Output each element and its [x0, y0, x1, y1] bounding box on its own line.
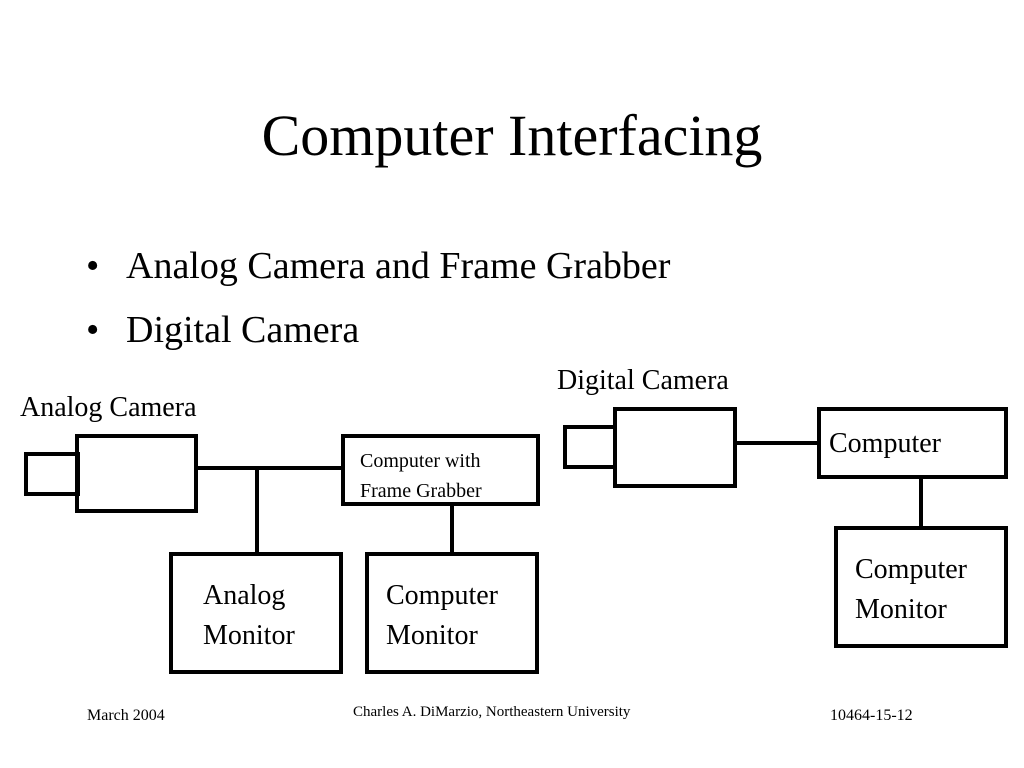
left-computer-monitor-label: Computer Monitor: [386, 576, 498, 656]
digital-camera-label: Digital Camera: [557, 365, 729, 396]
computer-box: [817, 407, 1008, 479]
right-computer-monitor-box: [834, 526, 1008, 648]
footer-date: March 2004: [87, 707, 165, 724]
bullet-text: Digital Camera: [126, 309, 360, 351]
frame-grabber-label-line: Computer with: [360, 450, 481, 472]
left-computer-monitor-label-line: Monitor: [386, 620, 478, 651]
analog-monitor-label-line: Analog: [203, 580, 286, 611]
left-computer-monitor-box: [365, 552, 539, 674]
analog-camera-lens: [24, 452, 80, 496]
frame-grabber-label: Computer with Frame Grabber: [360, 446, 482, 506]
bullet-item: • Analog Camera and Frame Grabber: [86, 234, 670, 298]
bullet-dot: •: [86, 309, 100, 351]
right-computer-monitor-label-line: Monitor: [855, 594, 947, 625]
footer-author: Charles A. DiMarzio, Northeastern Univer…: [353, 704, 631, 720]
slide-title: Computer Interfacing: [261, 103, 763, 168]
analog-camera-label: Analog Camera: [20, 392, 197, 423]
analog-monitor-label: Analog Monitor: [203, 576, 295, 656]
bullet-item: • Digital Camera: [86, 298, 670, 362]
computer-label: Computer: [829, 428, 941, 459]
analog-monitor-label-line: Monitor: [203, 620, 295, 651]
footer-slide-id: 10464-15-12: [830, 707, 913, 724]
right-computer-monitor-label-line: Computer: [855, 554, 967, 585]
bullet-list: • Analog Camera and Frame Grabber • Digita…: [86, 234, 670, 362]
right-computer-monitor-label: Computer Monitor: [855, 550, 967, 630]
analog-camera-body: [75, 434, 198, 513]
bullet-text: Analog Camera and Frame Grabber: [126, 245, 671, 287]
frame-grabber-label-line: Frame Grabber: [360, 480, 482, 502]
digital-camera-lens: [563, 425, 617, 469]
frame-grabber-box: [341, 434, 540, 506]
left-computer-monitor-label-line: Computer: [386, 580, 498, 611]
digital-camera-body: [613, 407, 737, 488]
bullet-dot: •: [86, 245, 100, 287]
analog-monitor-box: [169, 552, 343, 674]
